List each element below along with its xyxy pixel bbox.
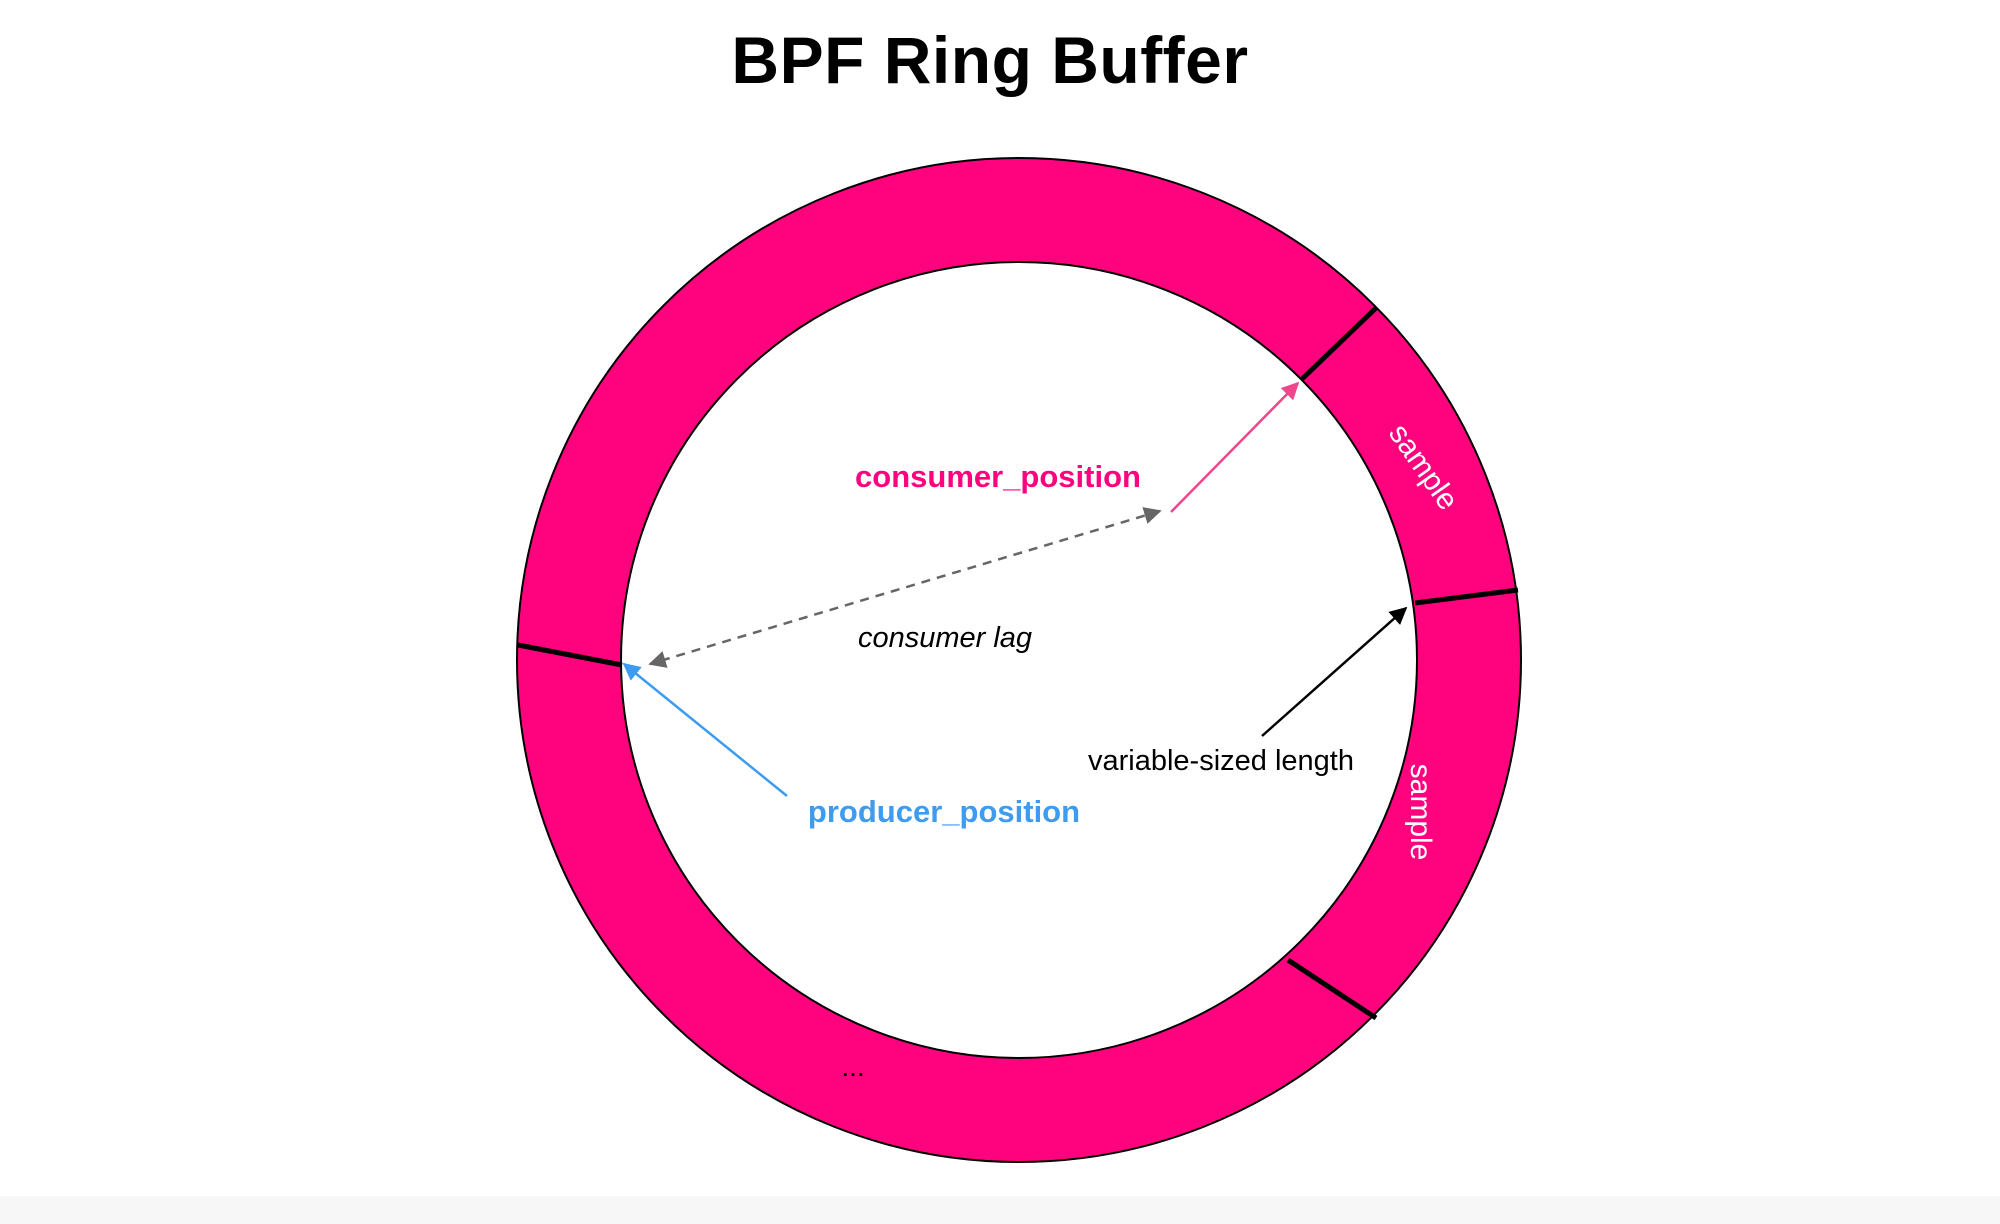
consumer-lag-label: consumer lag (858, 622, 1032, 654)
consumer-position-arrow (1170, 381, 1300, 513)
segment-divider-bottom (1286, 957, 1378, 1021)
ellipsis-label: ... (841, 1051, 864, 1082)
segment-divider-right (1414, 587, 1519, 606)
segment-divider-top (1299, 306, 1378, 382)
producer-position-label: producer_position (808, 794, 1080, 829)
diagram-title: BPF Ring Buffer (731, 23, 1249, 97)
variable-length-arrow (1261, 606, 1408, 737)
bottom-strip (0, 1196, 2000, 1224)
consumer-lag-arrow (648, 507, 1162, 668)
producer-position-arrow (622, 662, 788, 797)
sample-label-2: sample (1404, 764, 1437, 861)
consumer-position-label: consumer_position (855, 459, 1141, 494)
variable-sized-length-label: variable-sized length (1088, 745, 1354, 777)
ring-buffer-ring (515, 157, 1523, 1163)
segment-divider-left (517, 642, 623, 668)
